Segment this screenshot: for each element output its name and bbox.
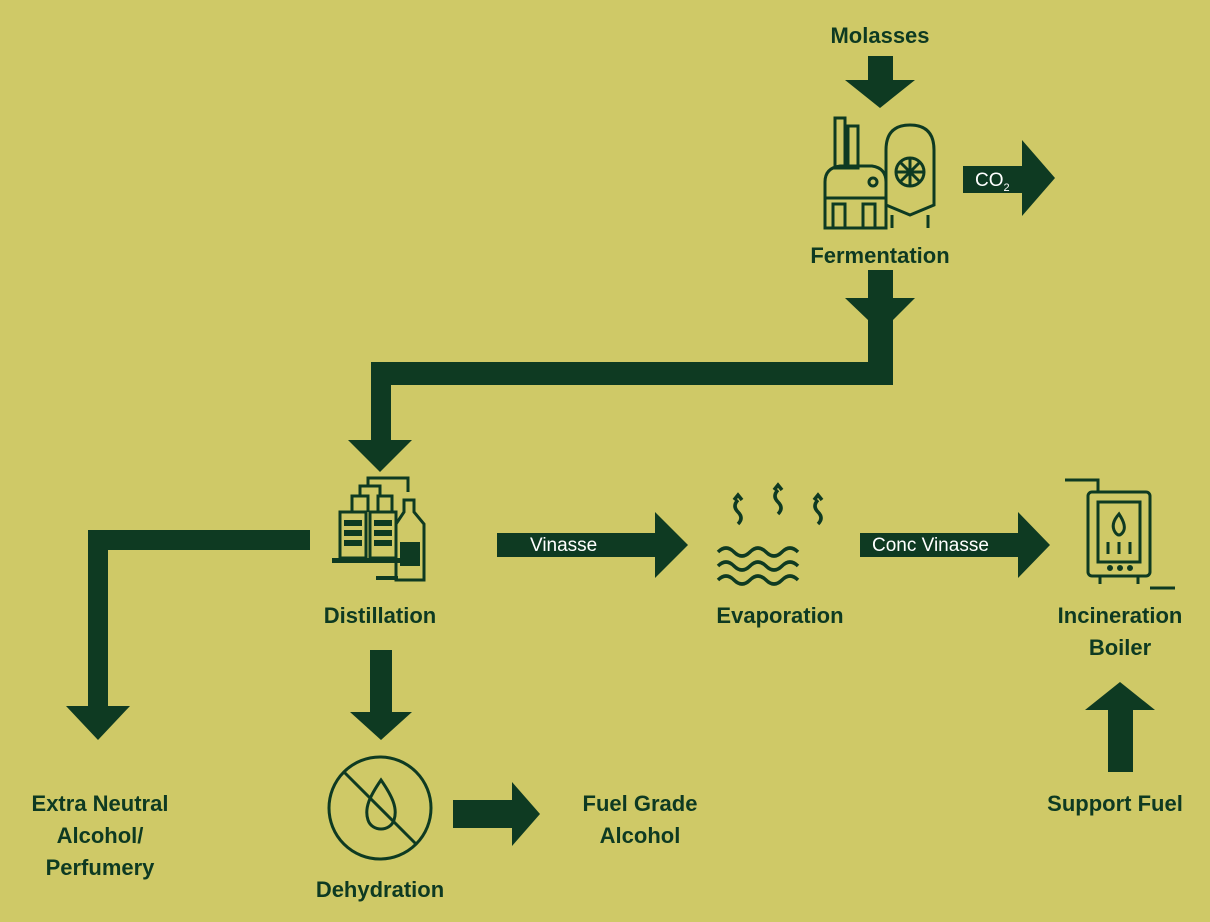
arrow-distillation-to-dehydration xyxy=(350,650,412,740)
arrow-molasses-to-fermentation xyxy=(845,56,915,108)
co2-flow-label: CO2 xyxy=(975,170,1010,194)
molasses-label: Molasses xyxy=(830,23,930,48)
conc-vinasse-flow-label: Conc Vinasse xyxy=(872,535,989,556)
arrow-distillation-to-extra-neutral xyxy=(66,530,310,740)
fermentation-label: Fermentation xyxy=(810,243,950,268)
evaporation-waves-icon xyxy=(716,482,824,586)
arrow-co2-out xyxy=(963,140,1055,216)
fermentation-plant-icon xyxy=(823,116,936,230)
boiler-icon xyxy=(1065,478,1175,590)
fuel-grade-alcohol-label: Fuel Grade Alcohol xyxy=(582,791,698,848)
incineration-boiler-label: Incineration Boiler xyxy=(1057,603,1183,660)
arrow-support-fuel-to-boiler xyxy=(1085,682,1155,772)
distillation-apparatus-icon xyxy=(332,476,426,582)
support-fuel-label: Support Fuel xyxy=(1047,791,1183,816)
arrow-fermentation-to-distillation xyxy=(348,270,915,472)
distillation-label: Distillation xyxy=(323,603,437,628)
arrow-conc-vinasse xyxy=(860,512,1050,578)
no-water-drop-icon xyxy=(327,755,433,861)
arrow-vinasse xyxy=(497,512,688,578)
extra-neutral-alcohol-label: Extra Neutral Alcohol/ Perfumery xyxy=(31,791,169,880)
arrow-dehydration-to-fuel-grade xyxy=(453,782,540,846)
dehydration-label: Dehydration xyxy=(315,877,445,902)
vinasse-flow-label: Vinasse xyxy=(530,535,598,556)
evaporation-label: Evaporation xyxy=(716,603,844,628)
